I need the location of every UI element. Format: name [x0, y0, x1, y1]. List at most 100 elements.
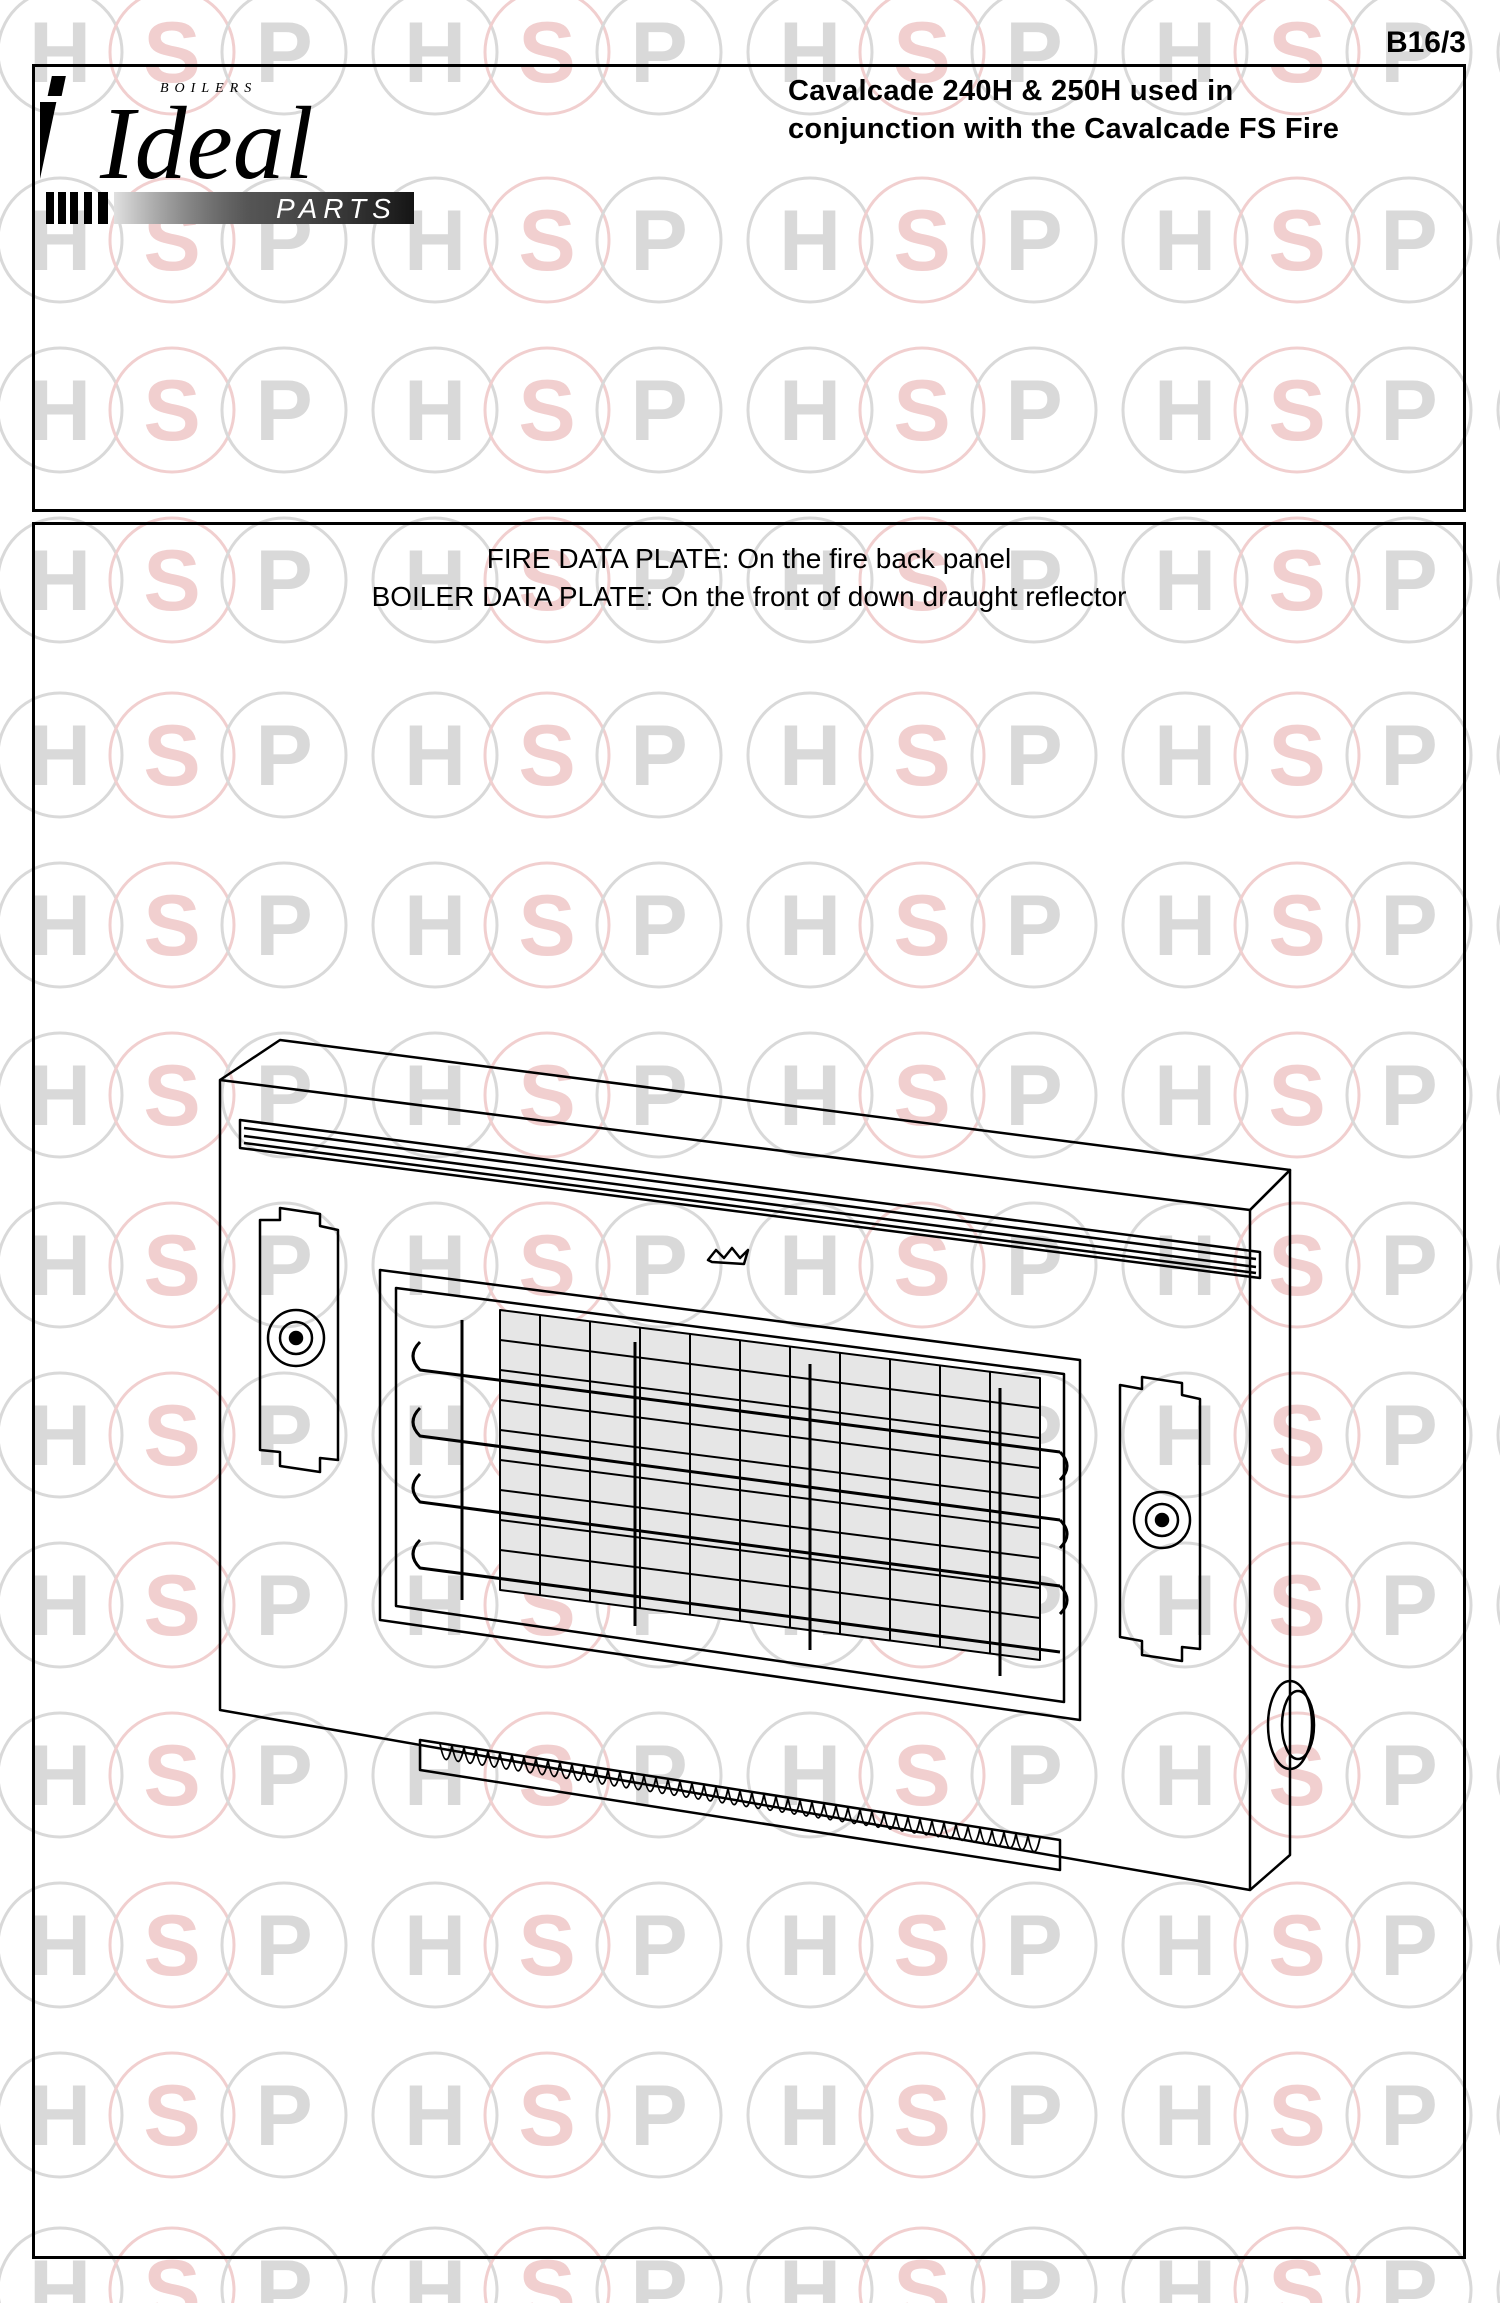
watermark-circle — [595, 861, 723, 989]
watermark-circle — [108, 861, 236, 989]
watermark-letter: H — [29, 1388, 91, 1484]
watermark-circle — [1496, 559, 1500, 601]
watermark-letter: H — [779, 5, 841, 101]
watermark-circle — [220, 1711, 348, 1839]
watermark-circle — [1345, 861, 1473, 989]
watermark-letter: P — [630, 2243, 687, 2303]
watermark-letter: S — [893, 1728, 950, 1824]
watermark-circle — [858, 516, 986, 644]
watermark-circle — [970, 516, 1098, 644]
watermark-circle — [483, 2226, 611, 2303]
watermark-letter: P — [1005, 1048, 1062, 1144]
watermark-circle — [108, 516, 236, 644]
watermark-letter: P — [255, 2243, 312, 2303]
watermark-letter: P — [1380, 2068, 1437, 2164]
watermark-circle — [483, 516, 611, 644]
watermark-letter: H — [404, 1898, 466, 1994]
watermark-letter: S — [893, 363, 950, 459]
watermark-circle — [746, 691, 874, 819]
watermark-circle — [1496, 2094, 1500, 2136]
watermark-circle — [858, 2226, 986, 2303]
watermark-letter: H — [1154, 193, 1216, 289]
watermark-letter: S — [893, 878, 950, 974]
watermark-circle — [371, 691, 499, 819]
watermark-letter: H — [779, 193, 841, 289]
watermark-letter: H — [404, 2068, 466, 2164]
watermark-letter: S — [518, 363, 575, 459]
watermark-letter: H — [779, 1898, 841, 1994]
watermark-letter: H — [404, 533, 466, 629]
watermark-letter: H — [404, 708, 466, 804]
watermark-letter: S — [1268, 708, 1325, 804]
watermark-circle — [220, 176, 348, 304]
watermark-circle — [1345, 691, 1473, 819]
watermark-circle — [108, 1201, 236, 1329]
logo-parts-bar — [46, 192, 414, 224]
watermark-circle — [858, 2051, 986, 2179]
watermark-letter: P — [1005, 363, 1062, 459]
watermark-circle — [1121, 176, 1249, 304]
watermark-circle — [1496, 1244, 1500, 1286]
watermark-circle — [371, 1881, 499, 2009]
watermark-circle — [1345, 1541, 1473, 1669]
watermark-letter: H — [779, 708, 841, 804]
watermark-circle — [1121, 1711, 1249, 1839]
watermark-letter: S — [518, 1728, 575, 1824]
watermark-circle — [220, 2226, 348, 2303]
watermark-circle — [1233, 861, 1361, 989]
watermark-circle — [970, 0, 1098, 116]
watermark-letter: P — [630, 5, 687, 101]
fire-opening — [378, 1268, 1082, 1722]
watermark-circle — [371, 1031, 499, 1159]
watermark-letter: S — [1268, 1558, 1325, 1654]
watermark-letter: S — [143, 533, 200, 629]
control-knob — [1266, 1679, 1316, 1771]
watermark-circle — [108, 1881, 236, 2009]
fire-data-plate-note: FIRE DATA PLATE: On the fire back panel — [32, 540, 1466, 578]
watermark-circle — [1233, 0, 1361, 116]
watermark-letter: P — [1005, 193, 1062, 289]
watermark-letter: H — [779, 878, 841, 974]
watermark-letter: H — [1154, 1898, 1216, 1994]
watermark-circle — [1496, 1414, 1500, 1456]
watermark-letter: P — [1005, 2068, 1062, 2164]
right-decorative-panel — [1118, 1375, 1202, 1663]
watermark-circle — [220, 1371, 348, 1499]
watermark-circle — [108, 691, 236, 819]
watermark-circle — [1121, 516, 1249, 644]
watermark-letter: S — [893, 1898, 950, 1994]
watermark-circle — [1233, 1371, 1361, 1499]
watermark-letter: P — [1380, 2243, 1437, 2303]
watermark-circle — [220, 861, 348, 989]
watermark-circle — [371, 176, 499, 304]
watermark-circle — [483, 0, 611, 116]
watermark-letter: P — [1380, 533, 1437, 629]
watermark-letter: H — [779, 1048, 841, 1144]
watermark-circle — [595, 1201, 723, 1329]
watermark-letter: S — [893, 2068, 950, 2164]
watermark-circle — [0, 516, 124, 644]
watermark-circle — [1345, 176, 1473, 304]
watermark-letter: P — [630, 193, 687, 289]
watermark-circle — [1496, 389, 1500, 431]
watermark-letter: P — [1380, 363, 1437, 459]
watermark-letter: P — [630, 708, 687, 804]
watermark-letter: S — [143, 1218, 200, 1314]
watermark-circle — [371, 1541, 499, 1669]
watermark-letter: S — [1268, 1898, 1325, 1994]
fire-data-plate-text: On the fire back panel — [737, 543, 1012, 574]
watermark-circle — [746, 2226, 874, 2303]
watermark-letter: S — [143, 1388, 200, 1484]
watermark-circle — [746, 176, 874, 304]
watermark-circle — [1121, 2051, 1249, 2179]
watermark-circle — [0, 0, 124, 116]
watermark-circle — [858, 1881, 986, 2009]
watermark-letter: H — [1154, 878, 1216, 974]
watermark-circle — [371, 861, 499, 989]
watermark-circle — [858, 346, 986, 474]
watermark-circle — [746, 861, 874, 989]
watermark-letter: S — [1268, 363, 1325, 459]
watermark-circle — [858, 0, 986, 116]
watermark-circle — [1233, 176, 1361, 304]
watermark-circle — [108, 2226, 236, 2303]
